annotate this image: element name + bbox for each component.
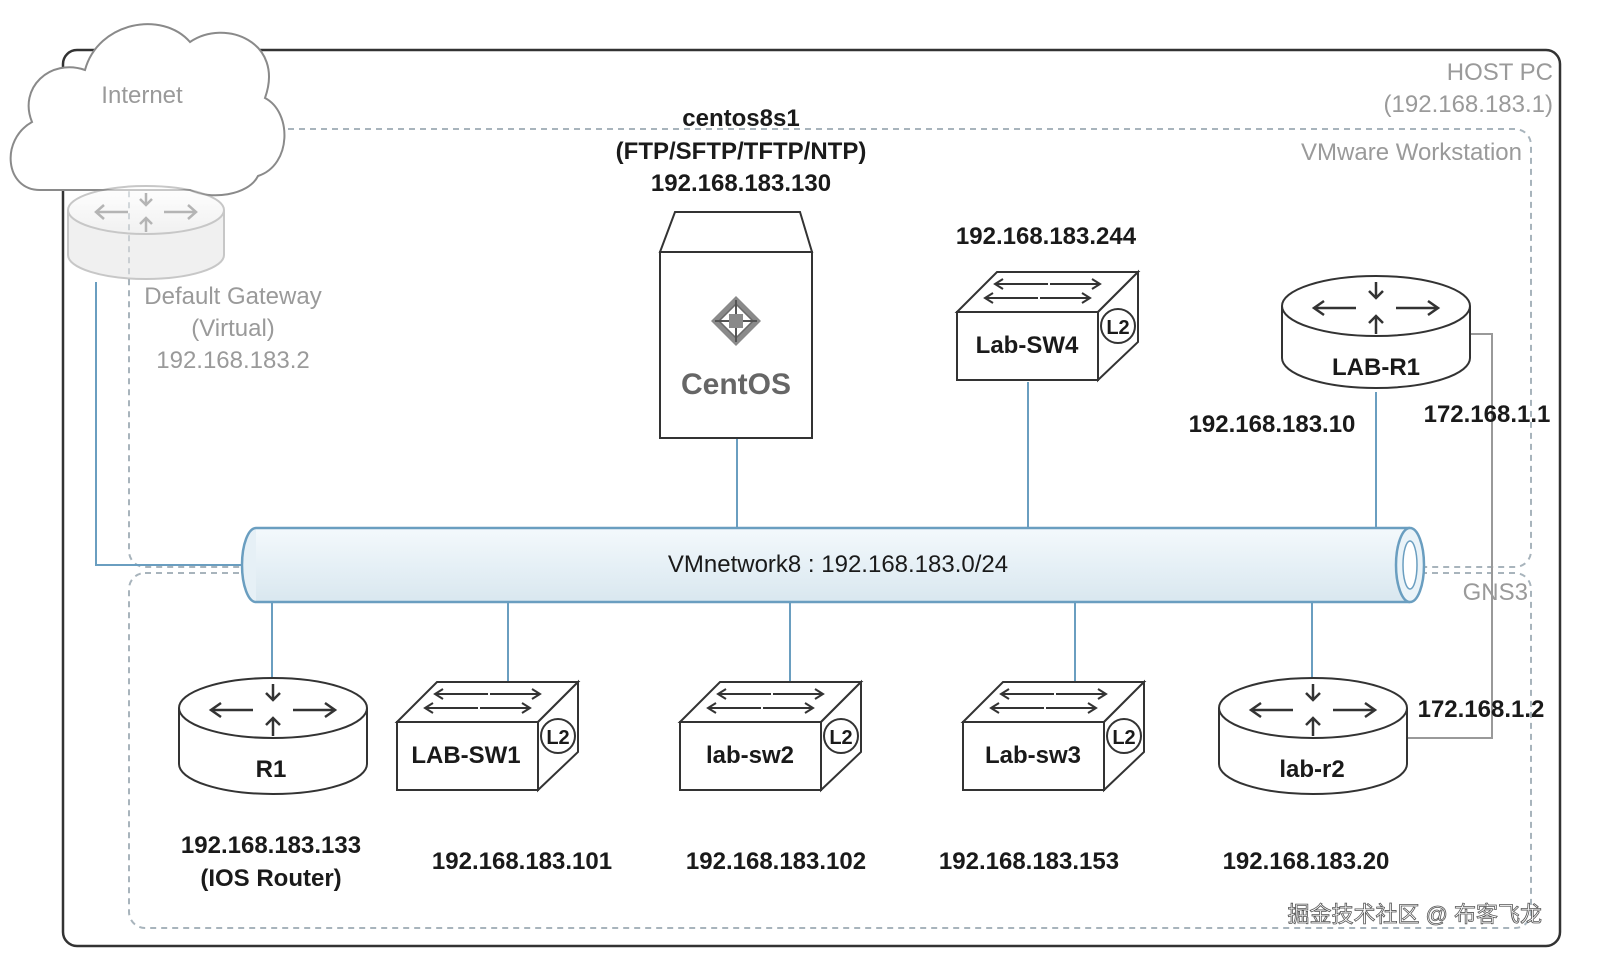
sw1-ip: 192.168.183.101: [432, 848, 612, 875]
gateway-label-1: Default Gateway: [144, 283, 321, 310]
vmnetwork8-pipe: [240, 526, 1426, 604]
host-pc-label: HOST PC: [1447, 59, 1553, 86]
r1-note: (IOS Router): [200, 865, 341, 892]
internet-cloud-icon: [9, 23, 286, 197]
lab-r1-ip: 192.168.183.10: [1189, 411, 1356, 438]
sw2-name: lab-sw2: [706, 742, 794, 769]
centos-server-icon: CentOS: [658, 211, 814, 439]
sw3-ip: 192.168.183.153: [939, 848, 1119, 875]
r1-ip: 192.168.183.133: [181, 832, 361, 859]
sw1-badge: L2: [546, 727, 569, 749]
sw3-name: Lab-sw3: [985, 742, 1081, 769]
lab-sw1-switch-icon: L2: [394, 679, 581, 793]
sw4-name: Lab-SW4: [976, 332, 1079, 359]
gateway-label-2: (Virtual): [191, 315, 275, 342]
r1-name: R1: [256, 756, 287, 783]
sw2-badge: L2: [829, 727, 852, 749]
sw4-badge: L2: [1106, 317, 1129, 339]
server-name: centos8s1: [682, 105, 799, 132]
lab-r2-ip: 192.168.183.20: [1223, 848, 1390, 875]
internet-label: Internet: [101, 82, 183, 109]
gns3-label: GNS3: [1463, 579, 1528, 606]
watermark: 掘金技术社区 @ 布客飞龙: [1287, 902, 1542, 927]
lab-r1-name: LAB-R1: [1332, 354, 1420, 381]
sw3-badge: L2: [1112, 727, 1135, 749]
host-pc-ip: (192.168.183.1): [1384, 91, 1553, 118]
lab-sw2-switch-icon: L2: [677, 679, 864, 793]
gateway-router-icon: [67, 185, 225, 280]
server-ip: 192.168.183.130: [651, 170, 831, 197]
server-services: (FTP/SFTP/TFTP/NTP): [616, 138, 867, 165]
sw4-ip: 192.168.183.244: [956, 223, 1137, 250]
vmware-label: VMware Workstation: [1301, 139, 1522, 166]
lab-r2-name: lab-r2: [1279, 756, 1344, 783]
connection-lines: [95, 282, 1377, 682]
lab-r2-router-icon: [1218, 677, 1408, 795]
lab-sw4-switch-icon: L2: [954, 269, 1141, 383]
vmnetwork8-label: VMnetwork8 : 192.168.183.0/24: [668, 551, 1008, 578]
centos-logo-icon: [711, 296, 761, 346]
lab-r1-router-icon: [1281, 275, 1471, 389]
sw1-name: LAB-SW1: [411, 742, 520, 769]
sw2-ip: 192.168.183.102: [686, 848, 866, 875]
lab-r1-ip2: 172.168.1.1: [1424, 401, 1551, 428]
host-pc-frame: [61, 48, 1562, 948]
r1-router-icon: [178, 677, 368, 795]
gateway-label-3: 192.168.183.2: [156, 347, 309, 374]
lab-r2-ip2: 172.168.1.2: [1418, 696, 1545, 723]
lab-sw3-switch-icon: L2: [960, 679, 1147, 793]
centos-logo-text: CentOS: [681, 368, 791, 401]
r1-r2-link: [1408, 333, 1493, 739]
